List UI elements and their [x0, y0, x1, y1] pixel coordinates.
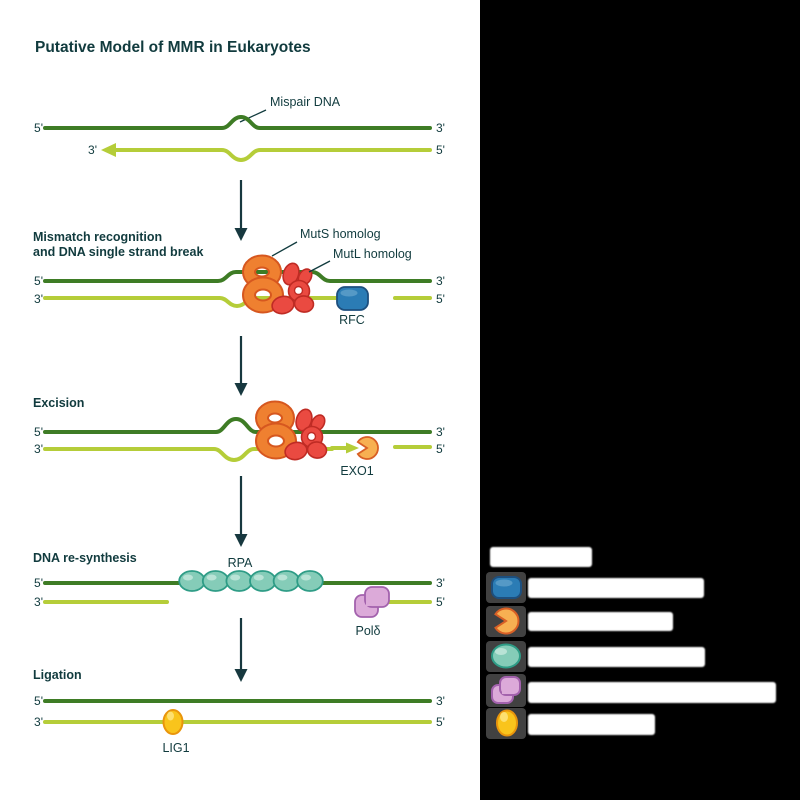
strand-end-label: 5' — [436, 715, 445, 729]
strand-end-label: 3' — [436, 274, 445, 288]
step-label: Mismatch recognition — [33, 230, 162, 244]
step-label: DNA re-synthesis — [33, 551, 137, 565]
legend-text-redacted — [528, 714, 655, 735]
dna-strand-top — [43, 270, 432, 283]
strand-end-label: 3' — [34, 595, 43, 609]
dna-strand-bottom — [43, 447, 334, 463]
rfc-highlight — [340, 289, 358, 297]
lig1-icon-highlight — [500, 712, 508, 722]
legend-text-redacted — [528, 647, 705, 667]
step-ligation: Ligation LIG1 5' 3' 3' 5' — [33, 668, 445, 755]
legend-panel — [480, 0, 800, 800]
muts-pointer-line — [271, 241, 298, 257]
pol-delta-icon-joint — [502, 687, 511, 694]
strand-end-label: 3' — [88, 143, 97, 157]
legend-item-exo1 — [486, 606, 673, 637]
flow-arrow-2 — [234, 336, 248, 396]
arrow-down-icon — [234, 669, 248, 682]
rpa-highlight — [277, 574, 288, 581]
strand-cut-arrowhead — [346, 442, 359, 454]
rpa-highlight — [301, 574, 311, 581]
rpa-unit — [225, 570, 253, 592]
strand-end-label: 5' — [436, 292, 445, 306]
dna-strand-bottom — [112, 148, 432, 163]
rpa-highlight — [253, 574, 264, 581]
rpa-unit — [201, 570, 230, 592]
muts-homolog-label: MutS homolog — [300, 227, 381, 241]
rpa-unit — [272, 570, 301, 592]
pol-delta-joint — [366, 596, 377, 606]
strand-end-label: 5' — [436, 442, 445, 456]
exo1-icon — [494, 607, 520, 635]
legend-text-redacted — [528, 612, 673, 631]
arrow-down-icon — [234, 383, 248, 396]
pol-delta-protein — [354, 586, 390, 618]
arrow-down-icon — [234, 228, 248, 241]
strand-end-label: 5' — [34, 576, 43, 590]
strand-end-label: 3' — [436, 121, 445, 135]
step-mispair: Mispair DNA 5' 3' 3' 5' — [34, 95, 445, 163]
lig1-highlight — [167, 711, 174, 721]
rpa-icon — [491, 643, 521, 669]
strand-end-label: 5' — [34, 694, 43, 708]
mutl-homolog-label: MutL homolog — [333, 247, 412, 261]
strand-end-label: 5' — [436, 595, 445, 609]
lig1-label: LIG1 — [162, 741, 189, 755]
mutl-pointer-line — [308, 260, 331, 273]
rpa-unit — [249, 570, 277, 592]
rpa-highlight — [230, 574, 241, 581]
legend-heading-redacted — [490, 547, 592, 567]
step-excision: Excision EXO1 5' 3' 3' 5' — [33, 396, 445, 478]
legend-text-redacted — [528, 578, 704, 598]
strand-end-label: 3' — [436, 425, 445, 439]
strand-end-label: 5' — [34, 425, 43, 439]
rpa-unit — [178, 570, 206, 592]
flow-arrow-1 — [234, 180, 248, 241]
rpa-highlight — [183, 574, 193, 581]
exo1-label: EXO1 — [340, 464, 373, 478]
muts-mutl-complex — [249, 261, 315, 315]
strand-end-label: 3' — [436, 576, 445, 590]
step-recognition: Mismatch recognition and DNA single stra… — [33, 227, 445, 327]
exo1-protein — [356, 436, 379, 460]
legend-text-redacted — [528, 682, 776, 703]
strand-direction-arrowhead — [101, 143, 116, 157]
legend-item-lig1 — [486, 708, 655, 739]
rpa-unit — [296, 570, 324, 592]
mispair-dna-label: Mispair DNA — [270, 95, 341, 109]
mispair-pointer-line — [239, 109, 267, 123]
rpa-highlight — [206, 574, 217, 581]
flow-arrow-4 — [234, 618, 248, 682]
arrow-down-icon — [234, 534, 248, 547]
legend-item-pol-delta — [486, 674, 776, 707]
strand-end-label: 5' — [436, 143, 445, 157]
step-label: Excision — [33, 396, 84, 410]
dna-strand-top — [43, 416, 432, 434]
pol-delta-label: Polδ — [355, 624, 380, 638]
dna-strand-top — [43, 114, 432, 130]
strand-end-label: 3' — [436, 694, 445, 708]
flow-arrow-3 — [234, 476, 248, 547]
rpa-label: RPA — [228, 556, 253, 570]
page-title: Putative Model of MMR in Eukaryotes — [35, 39, 311, 56]
step-label: and DNA single strand break — [33, 245, 203, 259]
legend-item-rfc — [486, 572, 704, 603]
strand-end-label: 5' — [34, 121, 43, 135]
strand-end-label: 3' — [34, 292, 43, 306]
rpa-icon-highlight — [495, 648, 507, 655]
step-resynthesis: DNA re-synthesis RPA Polδ 5' 3' 3' — [33, 551, 445, 638]
rfc-label: RFC — [339, 313, 365, 327]
strand-end-label: 3' — [34, 715, 43, 729]
rpa-proteins — [178, 570, 324, 592]
muts-mutl-complex — [262, 407, 328, 461]
legend-item-rpa — [486, 641, 705, 672]
legend — [486, 547, 776, 739]
step-label: Ligation — [33, 668, 82, 682]
strand-end-label: 5' — [34, 274, 43, 288]
strand-end-label: 3' — [34, 442, 43, 456]
rfc-icon-highlight — [495, 579, 513, 587]
